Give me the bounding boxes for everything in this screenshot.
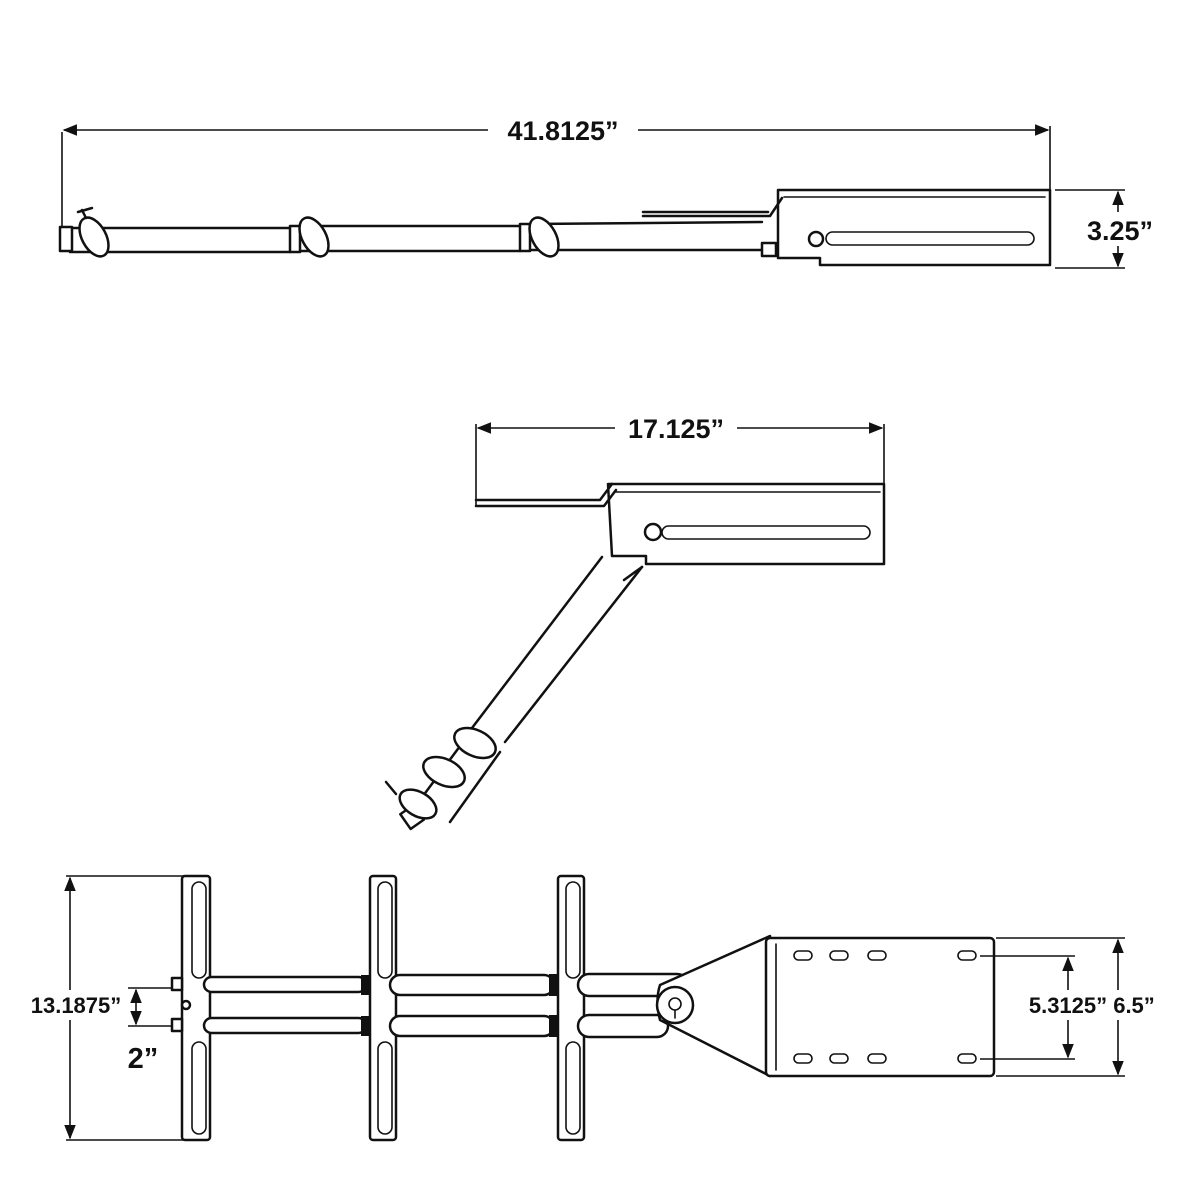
cam-lock-knob-2 <box>528 216 560 258</box>
upper-arm-bend <box>641 196 784 218</box>
tube-upper-2 <box>388 973 556 997</box>
mount-slot <box>793 950 813 961</box>
mount-slot <box>829 1053 849 1064</box>
slot-spacing-label: 5.3125” <box>1029 993 1107 1018</box>
tube-end-cap <box>58 225 74 253</box>
folded-bracket-box <box>606 482 886 566</box>
folded-length-label: 17.125” <box>628 414 724 444</box>
folded-upper-arm-lower <box>474 488 618 508</box>
folded-tube-top-cap <box>622 565 644 582</box>
tube-upper-1 <box>202 975 368 994</box>
rail-2-pad-bottom <box>377 1041 393 1135</box>
bracket-box <box>776 188 1052 267</box>
collar-upper-1 <box>361 975 369 995</box>
cam-lock-knob-1 <box>298 216 330 258</box>
gap-label: 2” <box>128 1043 159 1075</box>
top-view: 13.1875” 2” <box>18 874 1165 1142</box>
tube-inner-end <box>760 241 778 258</box>
folded-cam-knob-1 <box>453 726 497 760</box>
folded-tube <box>470 555 644 744</box>
tube-segment-3 <box>528 220 764 252</box>
rail-3 <box>556 874 586 1142</box>
mount-slot <box>829 950 849 961</box>
collar-lower-1 <box>361 1016 369 1036</box>
label-mask <box>1103 990 1165 1020</box>
folded-end-lock-pin <box>384 780 398 796</box>
mount-slot <box>957 950 977 961</box>
end-lock-pin-head <box>76 206 94 214</box>
label-mask <box>18 990 136 1020</box>
total-width-label: 13.1875” <box>31 993 122 1018</box>
folded-cam-knob-2 <box>422 755 466 789</box>
rail-2 <box>368 874 398 1142</box>
rail-1-pad-top <box>191 881 207 979</box>
connector-hub <box>655 985 695 1025</box>
mount-slot <box>957 1053 977 1064</box>
side-view-extended: 41.8125” 3.25” <box>58 112 1168 269</box>
end-pivot <box>180 999 192 1011</box>
rail-3-pad-top <box>565 881 581 979</box>
mount-slot <box>867 950 887 961</box>
rail-3-pad-bottom <box>565 1041 581 1135</box>
adjustment-slot <box>825 231 1035 246</box>
mount-slot <box>867 1053 887 1064</box>
tube-lower-2 <box>388 1014 556 1038</box>
end-knob-upper <box>170 976 184 992</box>
collar-lower-2 <box>549 1015 557 1037</box>
label-mask <box>1078 212 1168 246</box>
side-view-folded: 17.125” <box>384 410 886 831</box>
slot-pin <box>807 230 825 248</box>
folded-end-lock-knob <box>398 788 438 820</box>
rail-1-pad-bottom <box>191 1041 207 1135</box>
mounting-plate <box>764 936 996 1078</box>
tube-collar-1 <box>288 224 302 254</box>
plate-width-label: 6.5” <box>1113 993 1155 1018</box>
collar-upper-2 <box>549 974 557 996</box>
tube-segment-2 <box>298 224 522 253</box>
label-mask <box>615 410 737 444</box>
mount-slot <box>793 1053 813 1064</box>
end-lock-knob <box>78 216 110 258</box>
label-mask <box>1018 990 1118 1020</box>
folded-upper-arm <box>474 482 614 502</box>
rail-2-pad-top <box>377 881 393 979</box>
tube-lower-3 <box>576 1013 670 1039</box>
tube-lower-1 <box>202 1016 368 1035</box>
height-label: 3.25” <box>1087 216 1153 246</box>
folded-adjustment-slot <box>661 525 871 540</box>
label-mask <box>488 112 638 146</box>
overall-length-label: 41.8125” <box>507 116 618 146</box>
end-knob-lower <box>170 1017 184 1033</box>
folded-slot-pin <box>643 522 663 542</box>
